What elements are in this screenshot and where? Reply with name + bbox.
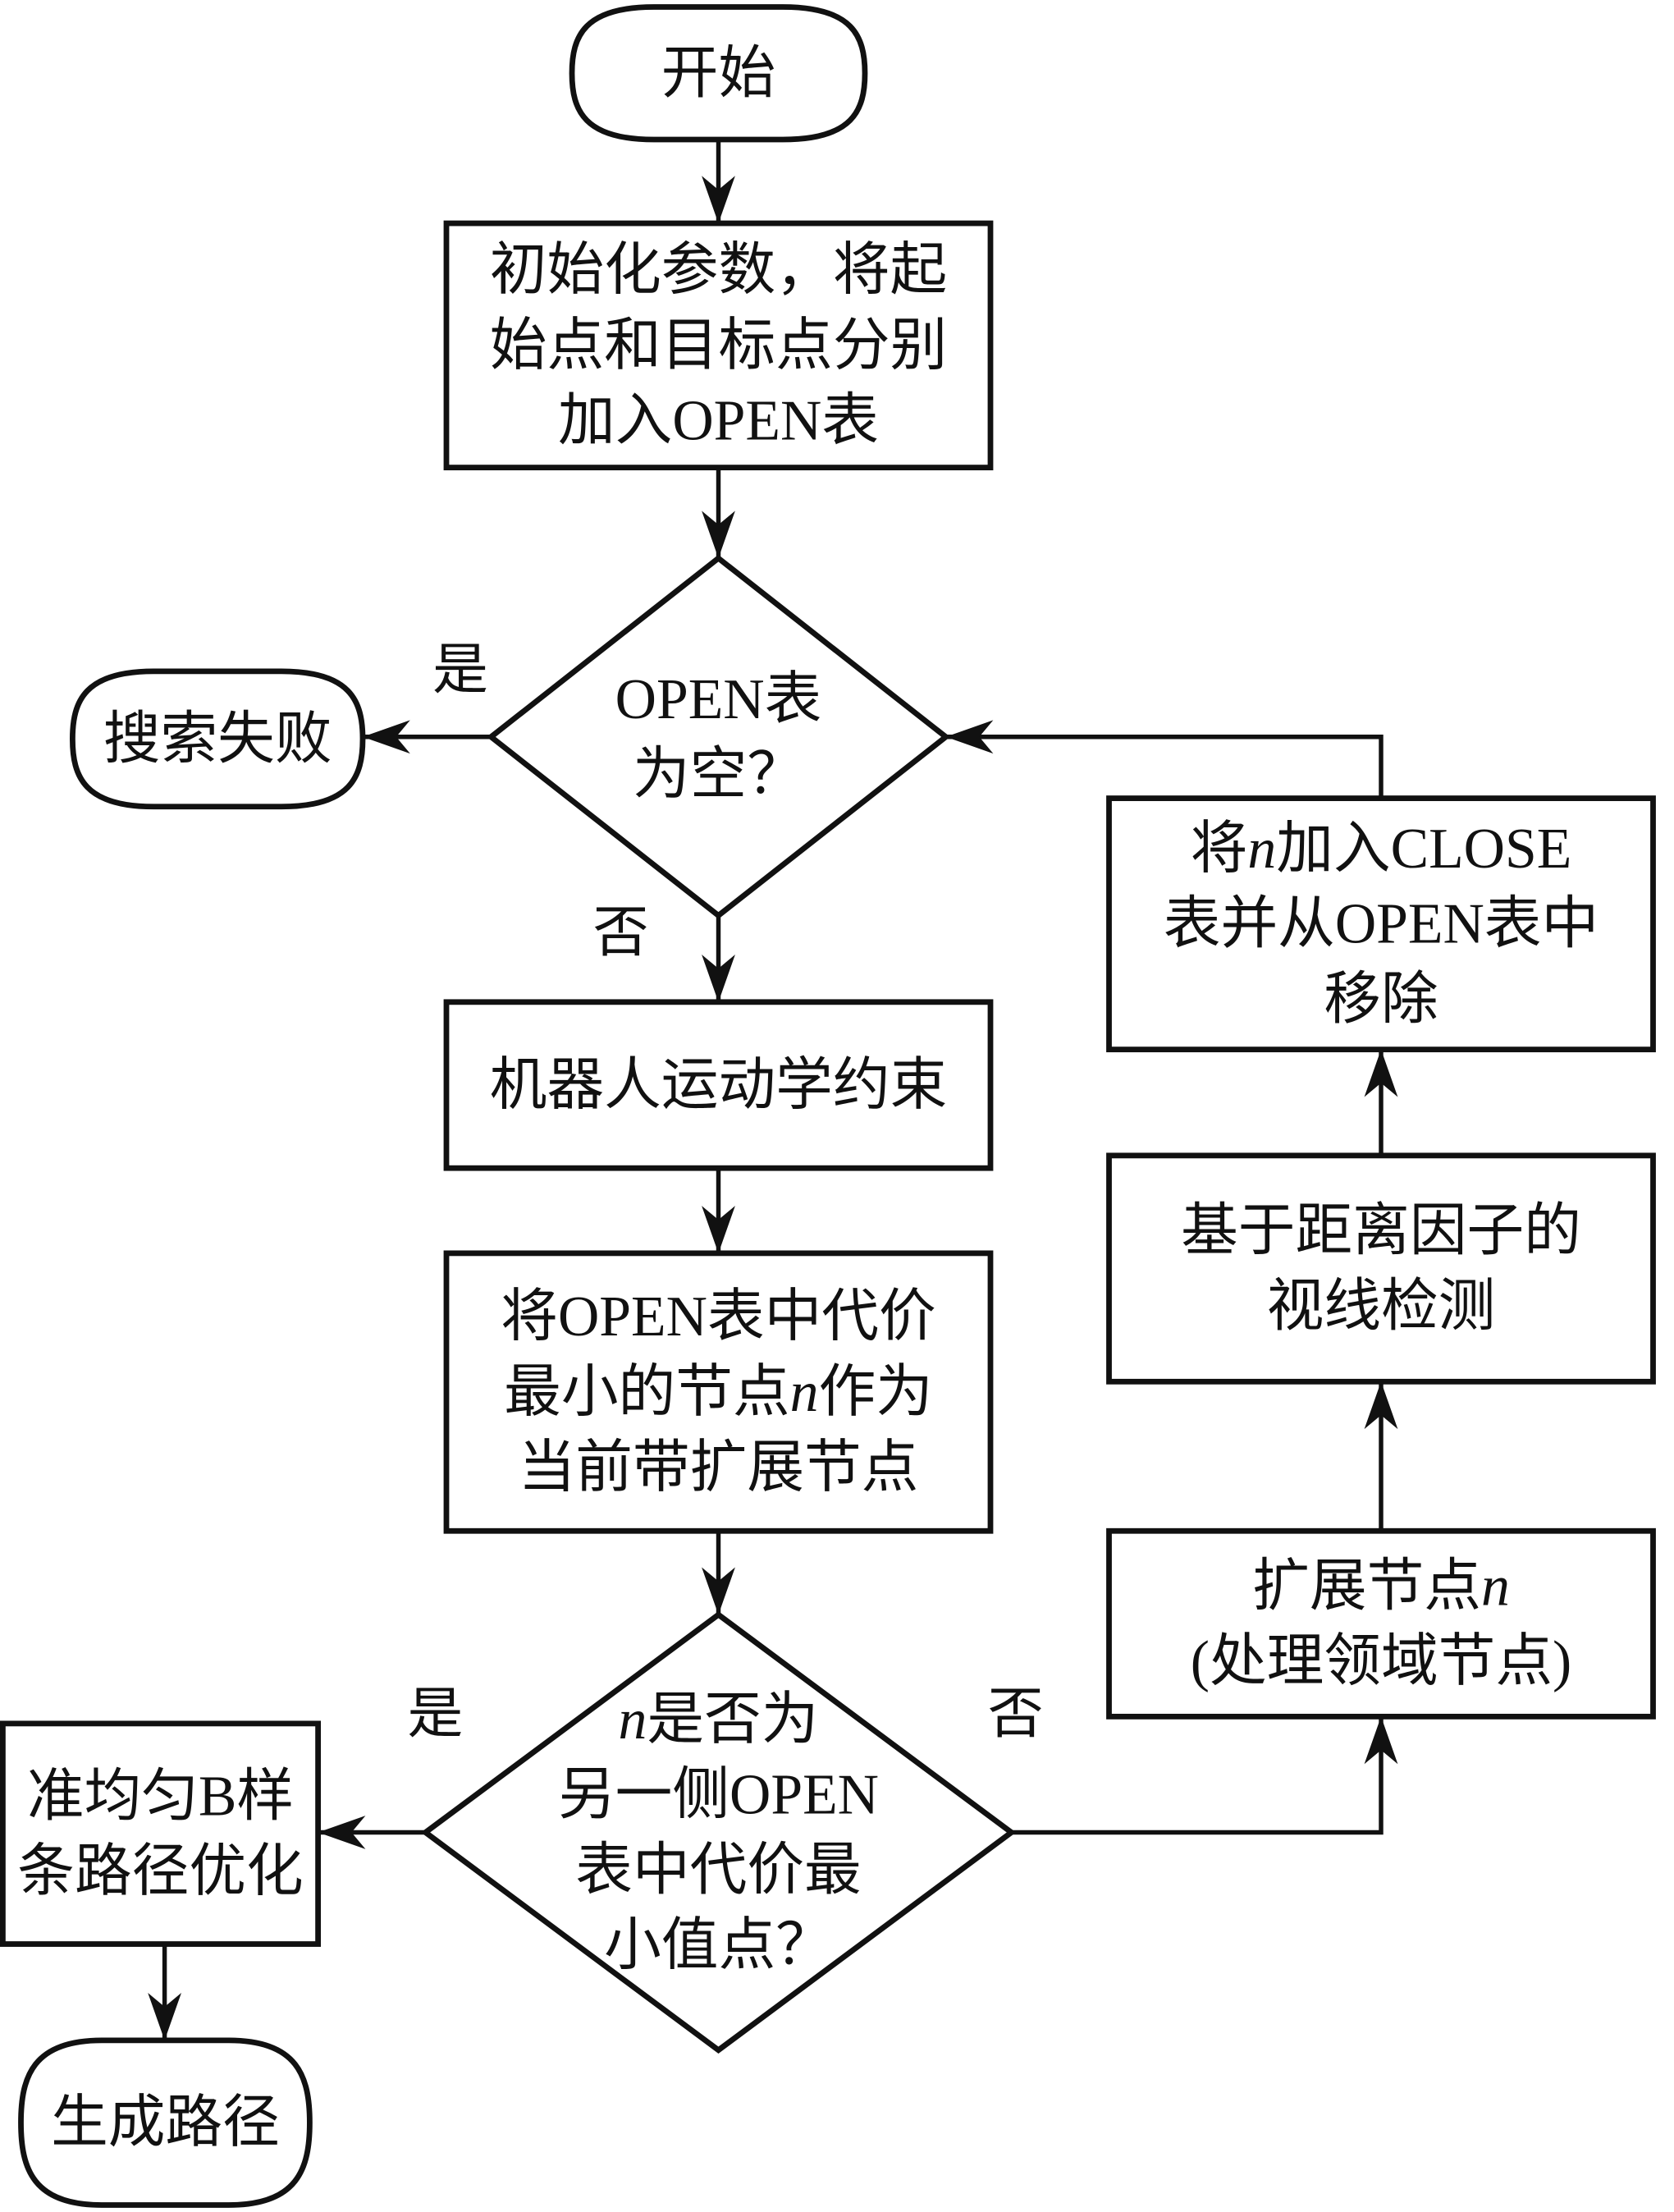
edge-open-empty-to-search-fail [363,720,492,754]
edge-bspline-to-gen-path [148,1944,181,2040]
meet-check-text-line: n是否为 [619,1688,819,1751]
expand-text-line: 扩展节点n [1252,1555,1510,1618]
start-text-line: 开始 [661,42,775,105]
init-text-line: 加入OPEN表 [558,389,879,452]
init-text-line: 始点和目标点分别 [490,314,947,377]
select-min-text-line: 最小的节点n作为 [504,1361,933,1424]
close-text-line: 表并从OPEN表中 [1164,892,1599,955]
edge-open-empty-to-kinematics [702,915,735,1002]
arrowhead-icon [702,955,735,1002]
edge-label: 否 [592,901,648,964]
select-min-text-line: 当前带扩展节点 [519,1436,919,1499]
edge-start-to-init [702,140,735,224]
node-expand: 扩展节点n (处理领域节点) [1106,1527,1656,1720]
arrowhead-icon [318,1816,366,1849]
edge-close-to-open-empty [945,720,1384,799]
bspline-text-line: 准均匀B样 [27,1765,294,1828]
meet-check-text-line: 另一侧OPEN [558,1763,879,1826]
edge-label: 否 [988,1683,1044,1745]
los-text-line: 视线检测 [1267,1275,1496,1338]
gen-path-text-line: 生成路径 [51,2091,280,2155]
select-min-text-line: 将OPEN表中代价 [501,1285,935,1349]
open-empty-text-line: 为空？ [633,743,804,806]
edge-labels-layer: 是否是否 [407,639,1043,1745]
process-box [0,1720,321,1947]
meet-check-text-line: 表中代价最 [575,1839,861,1902]
bspline-text-line: 条路径优化 [17,1840,303,1903]
kinematics-text-line: 机器人运动学约束 [490,1053,947,1116]
init-text-line: 初始化参数，将起 [490,239,947,302]
arrowhead-icon [1364,1381,1398,1430]
search-fail-text-line: 搜索失败 [103,708,332,771]
los-text-line: 基于距离因子的 [1181,1199,1581,1262]
process-box [443,999,994,1171]
terminator-shape [18,2037,313,2208]
edge-kinematics-to-select-min [702,1168,735,1253]
node-kinematics: 机器人运动学约束 [443,999,994,1171]
arrowhead-icon [1364,1716,1398,1765]
arrowhead-icon [945,720,994,754]
edge-init-to-open-empty [702,467,735,559]
process-box [1106,1152,1656,1385]
meet-check-text-line: 小值点？ [604,1914,833,1977]
process-box [1106,795,1656,1053]
terminator-shape [69,668,366,810]
arrowhead-icon [702,1567,735,1615]
edge-label: 是 [432,639,488,701]
process-box [443,1250,994,1534]
edge-expand-to-los [1364,1381,1398,1532]
node-start: 开始 [569,4,868,143]
arrowhead-icon [363,720,410,754]
arrowhead-icon [1364,1049,1398,1097]
edges-layer [148,140,1398,2040]
node-search-fail: 搜索失败 [69,668,366,810]
open-empty-text-line: OPEN表 [615,667,822,730]
close-text-line: 将n加入CLOSE [1191,817,1572,880]
connector-line [945,735,1384,799]
edge-los-to-close [1364,1049,1398,1156]
arrowhead-icon [702,176,735,224]
edge-meet-check-to-expand [1011,1716,1398,1835]
terminator-shape [569,4,868,143]
decision-diamond [420,1611,1017,2054]
process-box [1106,1527,1656,1720]
decision-diamond [486,554,951,919]
edge-label: 是 [407,1683,463,1745]
edge-meet-check-to-bspline [318,1816,426,1849]
edge-select-min-to-meet-check [702,1531,735,1615]
node-gen-path: 生成路径 [18,2037,313,2208]
process-box [443,220,994,471]
close-text-line: 移除 [1324,968,1438,1031]
expand-text-line: (处理领域节点) [1191,1630,1572,1693]
connector-line [1011,1716,1384,1835]
arrowhead-icon [702,511,735,559]
arrowhead-icon [702,1206,735,1253]
arrowhead-icon [148,1993,181,2040]
